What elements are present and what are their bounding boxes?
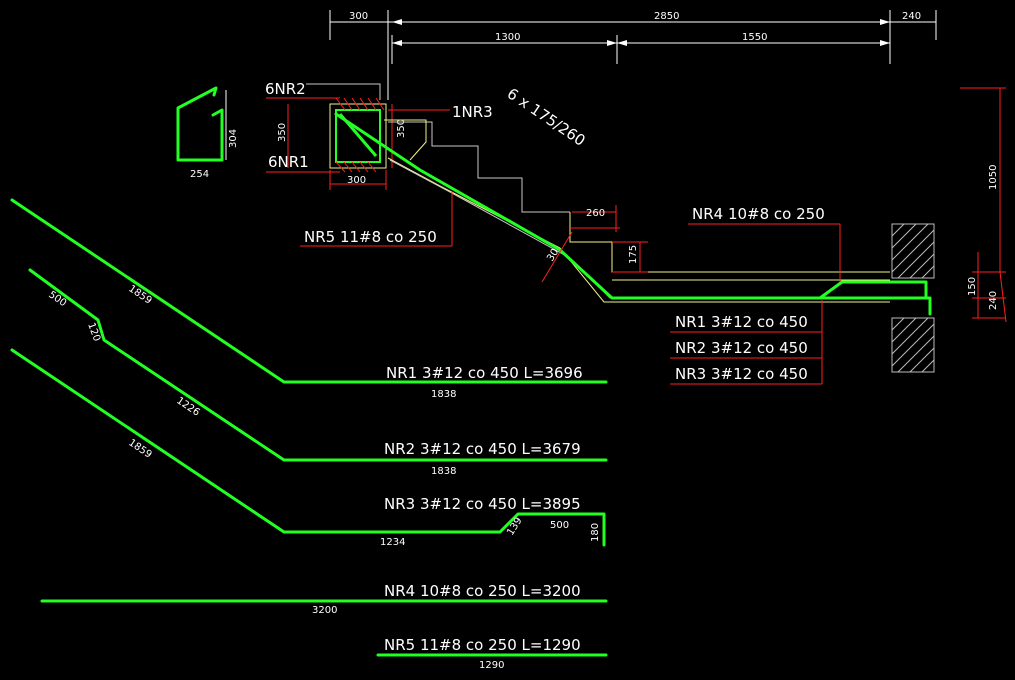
dim-350-left: 350: [277, 123, 288, 142]
bar-nr4: NR4 10#8 co 250 L=3200 3200: [40, 582, 608, 616]
nr1-seg-flat: 1838: [431, 389, 456, 400]
stirrup-shape: 304 254: [176, 86, 239, 180]
nr2-label: NR2 3#12 co 450 L=3679: [384, 440, 581, 458]
nr4-label: NR4 10#8 co 250 L=3200: [384, 582, 581, 600]
dim-1550: 1550: [742, 32, 767, 43]
nr5-label: NR5 11#8 co 250 L=1290: [384, 636, 581, 654]
dim-304: 304: [228, 129, 239, 148]
label-1nr3: 1NR3: [452, 103, 493, 121]
top-dimension-chain: 300 2850 240 1300 1550: [329, 10, 937, 100]
bar-nr5: NR5 11#8 co 250 L=1290 1290: [376, 636, 608, 671]
nr2-seg-top: 500: [46, 289, 68, 309]
nr3-label: NR3 3#12 co 450 L=3895: [384, 495, 581, 513]
dim-254: 254: [190, 169, 209, 180]
dim-150: 150: [967, 277, 978, 296]
stair-section: 6NR2 6NR1 350 350 300 1NR3 6 x 175/260: [265, 80, 1007, 385]
bar-nr2: 500 120 1226 NR2 3#12 co 450 L=3679 1838: [28, 268, 608, 477]
dim-2850: 2850: [654, 11, 679, 22]
nr3-seg-rise: 139: [505, 516, 524, 538]
callout-nr2: NR2 3#12 co 450: [675, 339, 808, 357]
wall-hatch: [891, 223, 935, 373]
dim-1050: 1050: [988, 165, 999, 190]
dim-300-section: 300: [347, 175, 366, 186]
callout-nr3: NR3 3#12 co 450: [675, 365, 808, 383]
nr1-label: NR1 3#12 co 450 L=3696: [386, 364, 583, 382]
dim-260: 260: [586, 208, 605, 219]
bar-nr3: 1859 NR3 3#12 co 450 L=3895 1234 139 500…: [10, 348, 606, 548]
callout-nr4: NR4 10#8 co 250: [692, 205, 825, 223]
nr4-seg-flat: 3200: [312, 605, 337, 616]
label-6nr2: 6NR2: [265, 80, 306, 98]
callout-nr1: NR1 3#12 co 450: [675, 313, 808, 331]
dim-300-top: 300: [349, 11, 368, 22]
label-steps: 6 x 175/260: [504, 84, 589, 149]
callout-nr5: NR5 11#8 co 250: [304, 228, 437, 246]
nr3-seg-flat: 1234: [380, 537, 405, 548]
nr2-seg-flat: 1838: [431, 466, 456, 477]
nr3-seg-hook: 180: [590, 523, 601, 542]
nr2-seg-slope: 1226: [174, 395, 201, 418]
dim-240-right: 240: [988, 291, 999, 310]
dim-1300: 1300: [495, 32, 520, 43]
dim-175: 175: [628, 245, 639, 264]
dim-350-right: 350: [396, 119, 407, 138]
nr3-seg-top: 500: [550, 520, 569, 531]
dim-240-top: 240: [902, 11, 921, 22]
nr5-seg-flat: 1290: [479, 660, 504, 671]
